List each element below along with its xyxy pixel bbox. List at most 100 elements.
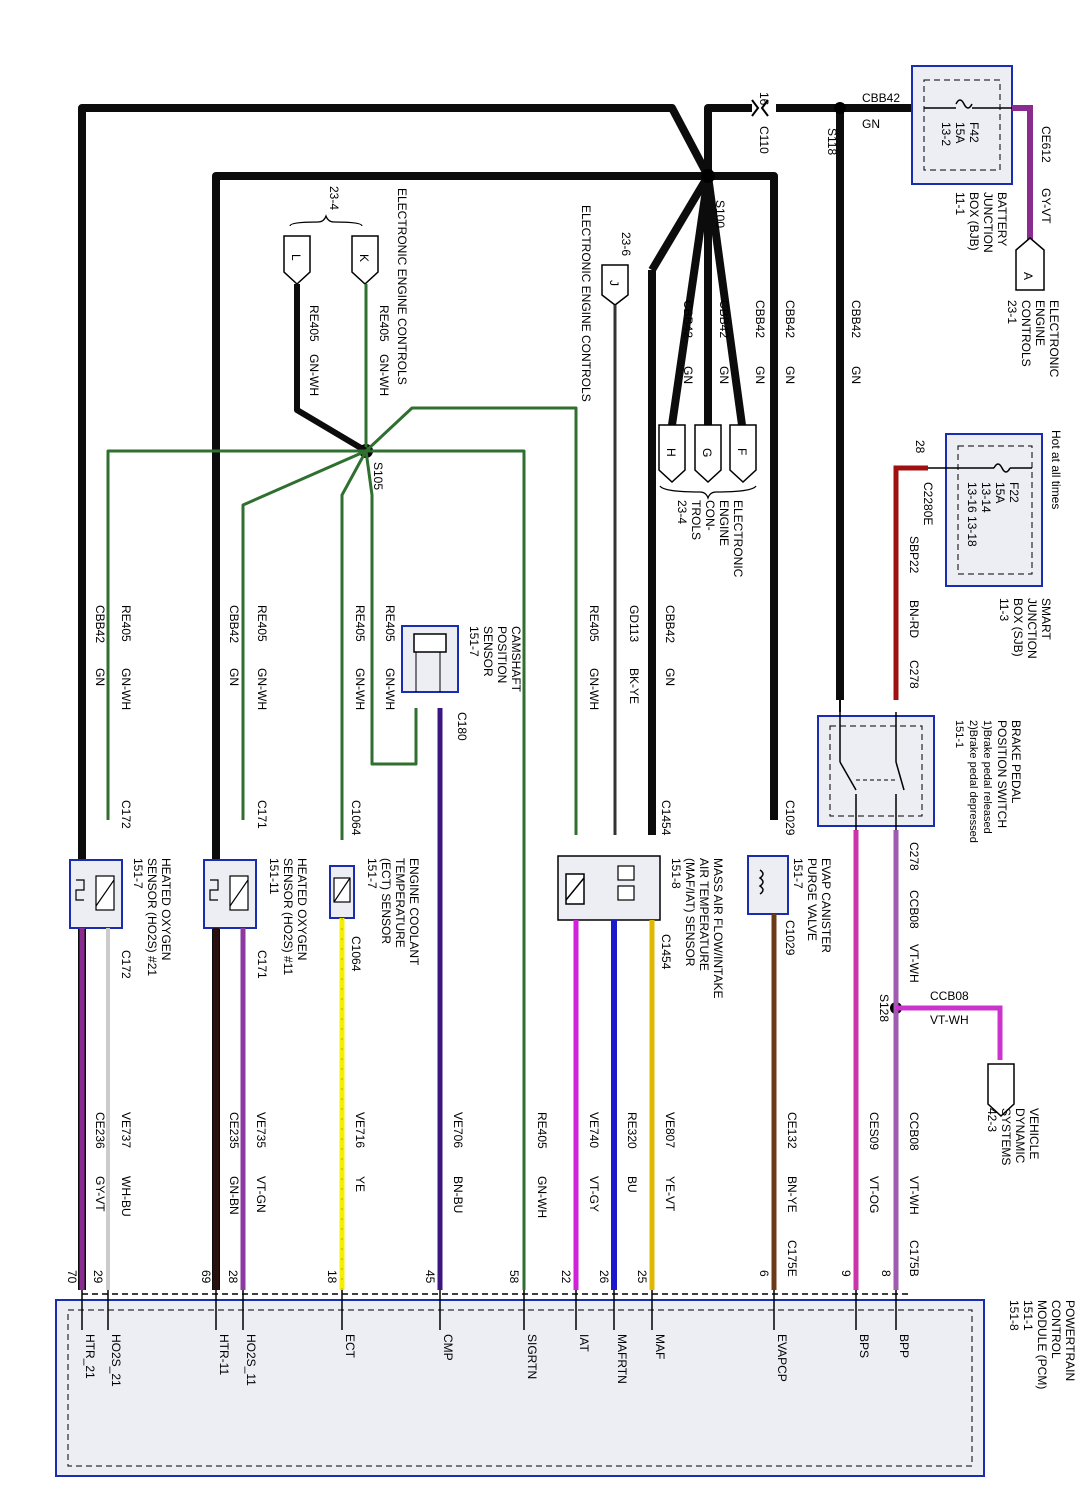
pcm-circuit-id: CE235	[227, 1112, 241, 1149]
wire-re405-pcm	[366, 449, 526, 1290]
c110-pin: 16	[757, 92, 771, 106]
conn-a-icon	[1015, 237, 1045, 291]
sjb-fuse-f22: F22	[1007, 482, 1021, 503]
pcm-circuit-id: VE735	[254, 1112, 268, 1148]
s100-label: S100	[713, 200, 727, 228]
c278-top: C278	[907, 660, 921, 689]
sjb-name-3: BOX (SJB)	[1011, 598, 1025, 657]
pcm-pin-name: HTR_21	[83, 1334, 97, 1379]
cbb42-s118: CBB42	[849, 300, 863, 338]
bk-ye-label: BK-YE	[627, 668, 641, 704]
pcm-pin-name: CMP	[441, 1334, 455, 1361]
pcm-title-1: POWERTRAIN	[1063, 1300, 1077, 1381]
gnwh-cmp: GN-WH	[383, 668, 397, 710]
pcm-pin-number: 25	[635, 1270, 649, 1284]
maf-title-4: 151-8	[669, 858, 683, 889]
camshaft-sensor	[401, 625, 459, 693]
ee-a-1: ELECTRONIC	[1047, 300, 1061, 378]
pcm-circuit-id: CE236	[93, 1112, 107, 1149]
evap-purge-valve	[747, 855, 789, 915]
smart-junction-box	[928, 433, 1043, 587]
ho2s-11-sensor	[203, 859, 257, 929]
camshaft-1: CAMSHAFT	[509, 626, 523, 693]
conn-j-label: J	[607, 280, 621, 286]
pcm-pin-name: EVAPCP	[775, 1334, 789, 1382]
ho2s21-title-3: 151-7	[131, 858, 145, 889]
ho2s11-title-3: 151-11	[267, 858, 281, 895]
c172-bot: C172	[119, 950, 133, 979]
pcm-circuit-color: BN-BU	[451, 1176, 465, 1213]
pcm-pin-number: 29	[91, 1270, 105, 1284]
conn-k-label: K	[357, 254, 371, 262]
pcm-circuit-color: VT-OG	[867, 1176, 881, 1213]
pcm-circuit-id: RE320	[625, 1112, 639, 1149]
re405-l: RE405	[307, 305, 321, 342]
conn-l-icon	[283, 235, 311, 286]
wire-cbb42-maf	[648, 173, 712, 273]
ee-fgh-5: 23-4	[675, 500, 689, 524]
gn-s118: GN	[849, 366, 863, 384]
brace-fgh	[659, 485, 757, 500]
s118-label: S118	[825, 128, 839, 155]
pcm-title-2: CONTROL	[1049, 1300, 1063, 1359]
gn-g: GN	[717, 366, 731, 384]
c1064-bot: C1064	[349, 936, 363, 972]
c2280e-label: C2280E	[921, 482, 935, 525]
pcm-pin-name: HTR-11	[217, 1334, 231, 1375]
sbp22-label: SBP22	[907, 536, 921, 574]
camshaft-2: POSITION	[495, 626, 509, 683]
re405-cmp: RE405	[383, 605, 397, 642]
wire-cbb42-right	[708, 172, 778, 820]
conn-h-icon	[658, 424, 686, 484]
ect-sensor	[329, 865, 355, 919]
gn-r: GN	[783, 366, 797, 384]
c1454-top: C1454	[659, 800, 673, 836]
ect-title-1: ENGINE COOLANT	[407, 858, 421, 966]
c172-top: C172	[119, 800, 133, 829]
bjb-name-1: BATTERY	[995, 192, 1009, 246]
pcm-pin-name: BPS	[857, 1334, 871, 1358]
sjb-fuse-15a: 15A	[993, 482, 1007, 503]
wire-re405-cmp	[364, 450, 418, 766]
gnwh-l: GN-WH	[307, 354, 321, 396]
pcm-pin-name: BPP	[897, 1334, 911, 1358]
c2280e-pin: 28	[913, 440, 927, 454]
pcm-circuit-color: YE-VT	[663, 1176, 677, 1212]
maf-title-3: (MAF/IAT) SENSOR	[683, 858, 697, 967]
evap-title-3: 151-7	[791, 858, 805, 889]
gn-ho2s11: GN	[227, 668, 241, 686]
cbb42-f: CBB42	[753, 300, 767, 338]
solenoid-icon	[758, 869, 764, 895]
wire-re405-ho2s21	[106, 449, 366, 820]
conn-h-label: H	[664, 448, 678, 457]
ref-23-4-top: 23-4	[327, 186, 341, 210]
wire-re405-ect	[340, 450, 368, 840]
ccb08-top: CCB08	[907, 890, 921, 929]
pcm-module	[55, 1299, 985, 1477]
pcm-pin-name: ECT	[343, 1334, 357, 1359]
pcm-circuit-id: CE132	[785, 1112, 799, 1149]
wire-ce612	[1012, 105, 1033, 240]
c110-connector	[751, 99, 769, 117]
pcm-circuit-color: YE	[353, 1176, 367, 1192]
splice-s100	[701, 169, 715, 183]
re405-ect: RE405	[353, 605, 367, 642]
conn-f-icon	[729, 424, 757, 484]
ect-title-2: TEMPERATURE	[393, 858, 407, 948]
battery-junction-box	[911, 65, 1013, 185]
gnwh-ect: GN-WH	[353, 668, 367, 710]
re405-ho2s11: RE405	[255, 605, 269, 642]
bjb-fuse-13-2: 13-2	[939, 122, 953, 146]
gnwh-k: GN-WH	[377, 354, 391, 396]
camshaft-4: 151-7	[467, 626, 481, 657]
pcm-circuit-id: VE807	[663, 1112, 677, 1148]
fuse-f22-icon	[993, 463, 1011, 473]
ho2s21-title-1: HEATED OXYGEN	[159, 858, 173, 960]
gd113-label: GD113	[627, 605, 641, 642]
maf-title-2: AIR TEMPERATURE	[697, 858, 711, 971]
c1029-bot: C1029	[783, 920, 797, 956]
vds-2: DYNAMIC	[1013, 1108, 1027, 1164]
pcm-pin-number: 22	[559, 1270, 573, 1284]
pcm-pin-number: 28	[226, 1270, 240, 1284]
pcm-pin-name: IAT	[577, 1334, 591, 1352]
